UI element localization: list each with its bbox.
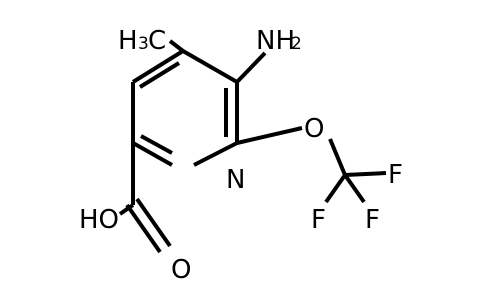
bond-cf3-f1 xyxy=(344,171,387,177)
bond-cooh-o-2 xyxy=(135,197,172,248)
methyl-subscript: 3 xyxy=(138,34,149,54)
bond-c4-c5-inner xyxy=(138,61,181,89)
hydroxyl-label: HO xyxy=(79,205,119,235)
bond-c4-c5 xyxy=(131,49,185,84)
bond-cooh-oh xyxy=(118,203,135,216)
fluorine-3-label: F xyxy=(365,205,380,235)
fluorine-1-label: F xyxy=(388,160,403,190)
bond-c3-nh2 xyxy=(235,51,267,84)
fluorine-2-label: F xyxy=(311,205,326,235)
bond-c6-n1 xyxy=(132,141,173,167)
ring-nitrogen-label: N xyxy=(226,165,245,195)
bond-o-cf3 xyxy=(328,138,347,176)
methyl-c-label: C xyxy=(148,26,166,56)
bond-cf3-f3 xyxy=(343,173,366,204)
bond-c4-ch3 xyxy=(168,39,185,53)
bond-c2-o xyxy=(236,126,303,145)
carbonyl-oxygen-label: O xyxy=(171,255,191,285)
amino-subscript: 2 xyxy=(291,34,302,54)
bond-cf3-f2 xyxy=(324,173,347,204)
methyl-h-label: H xyxy=(118,26,138,56)
bond-cooh-o-1 xyxy=(125,203,162,254)
amino-label: NH xyxy=(256,26,295,56)
bond-n1-c2 xyxy=(193,141,238,167)
bond-c3-c4 xyxy=(182,49,238,84)
ether-oxygen-label: O xyxy=(304,114,324,144)
bond-c6-n1-inner xyxy=(140,134,173,155)
